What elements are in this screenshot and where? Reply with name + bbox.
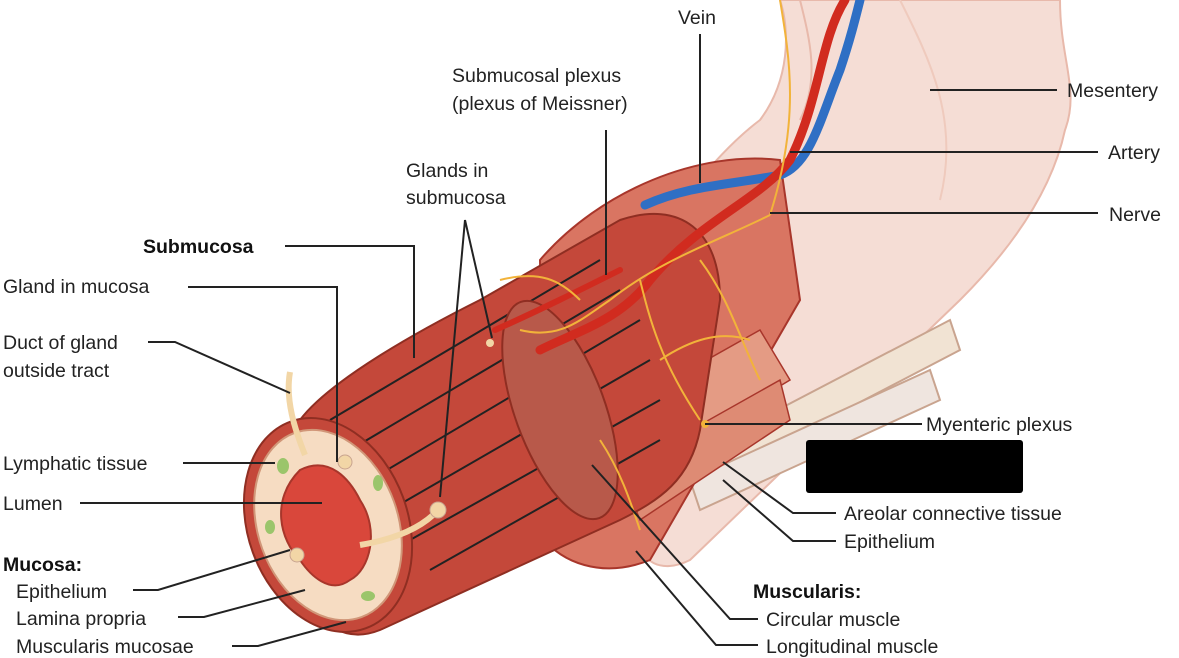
label-nerve: Nerve <box>1109 204 1161 226</box>
nerves <box>486 0 791 531</box>
lymphatic-nodule <box>265 520 275 534</box>
label-glands-submucosa: Glands in <box>406 160 488 182</box>
submucosa-leader <box>285 245 415 358</box>
gland <box>289 547 305 563</box>
label-mucosa-epithelium: Epithelium <box>16 581 107 603</box>
duct-of-gland <box>285 371 308 457</box>
vein-vessel <box>640 0 865 210</box>
nerve-fiber <box>659 335 751 361</box>
label-areolar-connective-tissue: Areolar connective tissue <box>844 503 1062 525</box>
label-submucosal-plexus: Submucosal plexus <box>452 65 621 87</box>
lymphatic-nodule <box>361 591 375 601</box>
label-glands-submucosa-sub: submucosa <box>406 187 506 209</box>
label-mucosa-header: Mucosa: <box>3 554 82 576</box>
label-muscularis-header: Muscularis: <box>753 581 861 603</box>
leader-lines <box>80 34 1098 647</box>
nerve-fiber <box>499 275 581 301</box>
redaction-box <box>806 440 1023 493</box>
epithelium-serosa-leader <box>722 479 836 542</box>
nerve-fiber <box>609 214 771 301</box>
areolar-leader <box>722 461 836 514</box>
label-artery: Artery <box>1108 142 1160 164</box>
longitudinal-muscle-leader <box>635 550 758 646</box>
muscularis-mucosae-leader <box>232 621 347 647</box>
lymphatic-nodule <box>277 458 289 474</box>
glands-submucosa-leader-2 <box>464 219 493 339</box>
label-myenteric-plexus: Myenteric plexus <box>926 414 1073 436</box>
nerve-fiber <box>769 0 791 216</box>
label-lamina-propria: Lamina propria <box>16 608 146 630</box>
glands-submucosa-leader-1 <box>439 219 466 498</box>
label-muscularis-mucosae: Muscularis mucosae <box>16 636 194 658</box>
mucosa-epithelium-leader <box>133 549 291 591</box>
gland-in-mucosa <box>337 454 353 470</box>
nerve-fiber <box>519 299 611 334</box>
label-epithelium-serosa: Epithelium <box>844 531 935 553</box>
gland-in-mucosa-leader <box>188 286 338 462</box>
circular-muscle-leader <box>591 464 758 620</box>
artery-vessel <box>535 0 850 355</box>
label-gland-in-mucosa: Gland in mucosa <box>3 276 149 298</box>
gland <box>429 501 447 519</box>
label-circular-muscle: Circular muscle <box>766 609 900 631</box>
label-vein: Vein <box>678 7 716 29</box>
labels: Vein Submucosal plexus (plexus of Meissn… <box>3 7 1161 658</box>
lamina-propria-leader <box>178 589 306 618</box>
label-longitudinal-muscle: Longitudinal muscle <box>766 636 938 658</box>
artery-branch <box>492 267 623 333</box>
label-lumen: Lumen <box>3 493 63 515</box>
nerve-node <box>486 339 494 347</box>
lymphatic-nodule <box>373 475 383 491</box>
label-duct-outside-tract: outside tract <box>3 360 110 382</box>
label-duct-of-gland: Duct of gland <box>3 332 118 354</box>
tube-cross-section <box>242 371 447 633</box>
blood-vessels <box>492 0 865 355</box>
label-submucosa: Submucosa <box>143 236 254 258</box>
label-lymphatic-tissue: Lymphatic tissue <box>3 453 148 475</box>
submucosa-band <box>501 299 619 521</box>
label-submucosal-plexus-sub: (plexus of Meissner) <box>452 93 628 115</box>
nerve-fiber <box>599 439 641 531</box>
nerve-fiber <box>699 259 761 381</box>
nerve-fiber <box>639 279 701 421</box>
label-mesentery: Mesentery <box>1067 80 1158 102</box>
duct-leader <box>148 341 291 394</box>
